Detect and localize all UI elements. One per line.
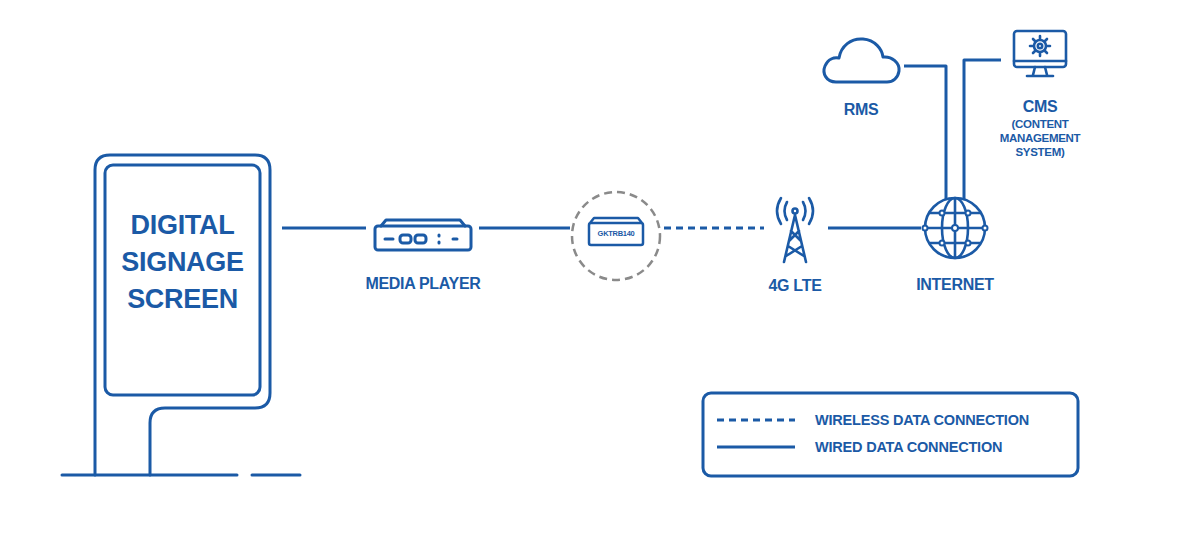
internet-globe-outline [923, 196, 987, 260]
cloud-icon-outline [820, 32, 902, 86]
media-player-icon-outline [373, 218, 473, 252]
legend-solid-sample [717, 446, 795, 449]
node-label: RMS [800, 100, 922, 120]
legend-box [703, 393, 1078, 476]
display-screen: DIGITAL SIGNAGE SCREEN [95, 155, 270, 408]
node-label: MEDIA PLAYER [343, 274, 503, 294]
display-screen-outline [95, 155, 270, 408]
node-label: 4G LTE [732, 276, 858, 296]
wired-connector [964, 60, 1001, 200]
legend-text: WIRELESS DATA CONNECTION [815, 411, 1029, 429]
wired-connector [904, 66, 946, 200]
signage-stand [95, 155, 270, 475]
cell-tower-icon-outline [772, 198, 818, 264]
ground-line [62, 474, 237, 477]
node-label: GKTRB140 [589, 229, 643, 239]
internet-globe: INTERNET [923, 196, 987, 260]
router-circle: GKTRB140 [570, 190, 662, 282]
cell-tower-icon: 4G LTE [772, 198, 818, 264]
wired-connector [479, 227, 570, 230]
computer-monitor-icon: CMS(CONTENT MANAGEMENT SYSTEM) [1013, 30, 1067, 84]
node-label: CMS [983, 97, 1097, 117]
legend-text: WIRED DATA CONNECTION [815, 438, 1002, 456]
node-label: (CONTENT MANAGEMENT SYSTEM) [995, 117, 1085, 159]
media-player-icon: MEDIA PLAYER [373, 218, 473, 252]
node-label: INTERNET [883, 275, 1027, 295]
legend-dashed-sample [717, 419, 795, 422]
wireless-connector [664, 227, 764, 230]
ground-line [252, 474, 300, 477]
wired-connector [828, 227, 921, 230]
cloud-icon: RMS [820, 32, 902, 86]
node-label: DIGITAL SIGNAGE SCREEN [108, 207, 257, 318]
computer-monitor-icon-outline [1013, 30, 1067, 84]
wired-connector [282, 227, 366, 230]
